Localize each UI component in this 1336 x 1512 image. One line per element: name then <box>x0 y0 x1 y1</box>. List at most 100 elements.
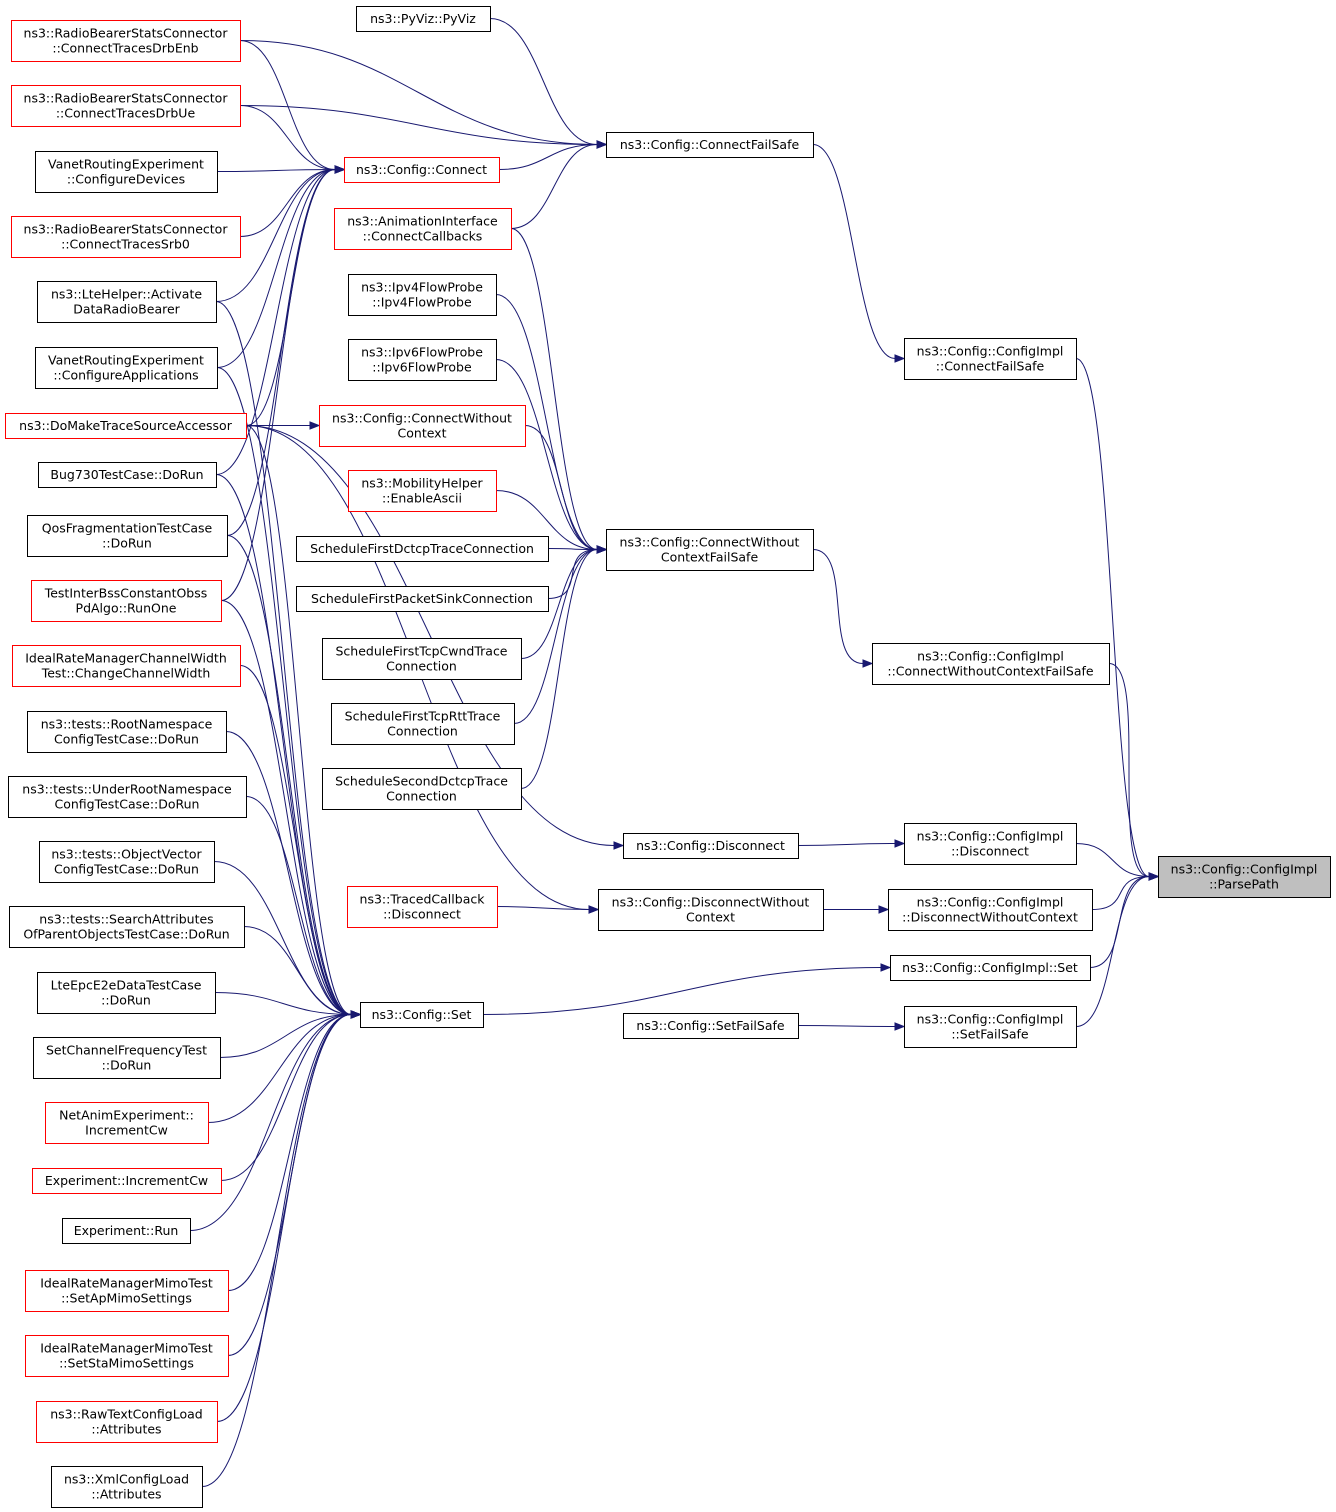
arrow-head <box>588 905 600 914</box>
edge-line <box>1075 843 1150 877</box>
node-box <box>45 1102 209 1144</box>
edge-impl-cwcfs-to-parse-path <box>1108 663 1160 881</box>
node-ipv6-fp[interactable]: ns3::Ipv6FlowProbe::Ipv6FlowProbe <box>348 339 497 381</box>
node-net-anim-inc[interactable]: NetAnimExperiment::IncrementCw <box>45 1102 209 1144</box>
node-bug730[interactable]: Bug730TestCase::DoRun <box>38 462 217 488</box>
node-box <box>904 823 1077 865</box>
node-box <box>334 208 512 250</box>
node-label: ns3::AnimationInterface <box>347 214 498 229</box>
edge-impl-cfs-to-parse-path <box>1075 358 1160 881</box>
node-box <box>890 955 1091 981</box>
node-lte-epc[interactable]: LteEpcE2eDataTestCase::DoRun <box>37 972 216 1014</box>
edge-sched-pkt-sink-to-cwcfail-safe <box>547 545 608 599</box>
node-ipv4-fp[interactable]: ns3::Ipv4FlowProbe::Ipv4FlowProbe <box>348 274 497 316</box>
node-label: ns3::Ipv6FlowProbe <box>361 345 483 360</box>
node-raw-text[interactable]: ns3::RawTextConfigLoad::Attributes <box>36 1401 218 1443</box>
node-qos-frag[interactable]: QosFragmentationTestCase::DoRun <box>27 515 228 557</box>
node-connect-fail-safe[interactable]: ns3::Config::ConnectFailSafe <box>606 132 814 158</box>
edge-do-make-tsa-to-disconnect <box>245 425 625 850</box>
node-sched-dctcp[interactable]: ScheduleFirstDctcpTraceConnection <box>296 536 549 562</box>
node-label: VanetRoutingExperiment <box>48 353 204 368</box>
node-label: ConfigTestCase::DoRun <box>54 732 199 747</box>
node-traced-cb[interactable]: ns3::TracedCallback::Disconnect <box>347 886 498 928</box>
edge-line <box>482 967 882 1015</box>
node-label: VanetRoutingExperiment <box>48 157 204 172</box>
edge-line <box>812 549 864 664</box>
node-do-make-tsa[interactable]: ns3::DoMakeTraceSourceAccessor <box>5 413 247 439</box>
edge-test-inter-bss-to-connect <box>220 165 346 601</box>
edge-line <box>510 228 598 550</box>
node-rbsc-drb-ue[interactable]: ns3::RadioBearerStatsConnector::ConnectT… <box>11 85 241 127</box>
node-impl-sfs[interactable]: ns3::Config::ConfigImpl::SetFailSafe <box>904 1006 1077 1048</box>
node-box <box>35 347 218 389</box>
node-mimo-sta[interactable]: IdealRateManagerMimoTest::SetStaMimoSett… <box>25 1335 229 1377</box>
arrow-head <box>878 905 890 914</box>
node-box <box>33 1037 221 1079</box>
node-label: ns3::RadioBearerStatsConnector <box>24 222 229 237</box>
node-set-fail-safe[interactable]: ns3::Config::SetFailSafe <box>623 1013 799 1039</box>
node-ideal-rate-cw[interactable]: IdealRateManagerChannelWidthTest::Change… <box>12 645 241 687</box>
edge-line <box>215 169 336 475</box>
node-under-root-ns[interactable]: ns3::tests::UnderRootNamespaceConfigTest… <box>8 776 247 818</box>
arrow-head <box>894 839 906 848</box>
node-label: ScheduleFirstTcpCwndTrace <box>335 644 507 659</box>
node-mob-helper[interactable]: ns3::MobilityHelper::EnableAscii <box>348 470 497 512</box>
node-box <box>888 889 1093 931</box>
node-py-viz[interactable]: ns3::PyViz::PyViz <box>356 6 491 32</box>
node-sched-pkt-sink[interactable]: ScheduleFirstPacketSinkConnection <box>296 586 549 612</box>
node-exp-inc-cw[interactable]: Experiment::IncrementCw <box>32 1168 222 1194</box>
node-parse-path[interactable]: ns3::Config::ConfigImpl::ParsePath <box>1158 856 1331 898</box>
node-label: ::SetStaMimoSettings <box>59 1356 194 1371</box>
edges-layer <box>189 18 1160 1487</box>
node-box <box>11 216 241 258</box>
edge-line <box>510 144 598 229</box>
node-box <box>344 157 500 183</box>
edge-line <box>513 549 598 724</box>
node-object-vector[interactable]: ns3::tests::ObjectVectorConfigTestCase::… <box>39 841 215 883</box>
node-xml-config[interactable]: ns3::XmlConfigLoad::Attributes <box>51 1466 203 1508</box>
node-vanet-apps[interactable]: VanetRoutingExperiment::ConfigureApplica… <box>35 347 218 389</box>
node-box <box>25 1335 229 1377</box>
node-rbsc-srb0[interactable]: ns3::RadioBearerStatsConnector::ConnectT… <box>11 216 241 258</box>
node-set-chan-freq[interactable]: SetChannelFrequencyTest::DoRun <box>33 1037 221 1079</box>
node-impl-cfs[interactable]: ns3::Config::ConfigImpl::ConnectFailSafe <box>904 338 1077 380</box>
node-search-attr[interactable]: ns3::tests::SearchAttributesOfParentObje… <box>9 906 245 948</box>
node-label: ConfigTestCase::DoRun <box>54 862 199 877</box>
node-disconnect[interactable]: ns3::Config::Disconnect <box>623 833 799 859</box>
node-connect[interactable]: ns3::Config::Connect <box>344 157 500 183</box>
edge-line <box>797 1025 896 1027</box>
node-impl-cwcfs[interactable]: ns3::Config::ConfigImpl::ConnectWithoutC… <box>872 643 1110 685</box>
edge-line <box>216 367 352 1015</box>
node-dwc[interactable]: ns3::Config::DisconnectWithoutContext <box>598 889 824 931</box>
node-mimo-ap[interactable]: IdealRateManagerMimoTest::SetApMimoSetti… <box>25 1270 229 1312</box>
node-exp-run[interactable]: Experiment::Run <box>62 1218 191 1244</box>
edge-sched-sec-dctcp-to-cwcfail-safe <box>520 545 608 789</box>
node-root-ns[interactable]: ns3::tests::RootNamespaceConfigTestCase:… <box>27 711 227 753</box>
edge-line <box>225 731 352 1015</box>
node-rbsc-drb-enb[interactable]: ns3::RadioBearerStatsConnector::ConnectT… <box>11 20 241 62</box>
node-label: ns3::DoMakeTraceSourceAccessor <box>19 418 233 433</box>
node-cwcfail-safe[interactable]: ns3::Config::ConnectWithoutContextFailSa… <box>606 529 814 571</box>
node-vanet-devices[interactable]: VanetRoutingExperiment::ConfigureDevices <box>35 151 218 193</box>
edge-config-set-to-impl-set <box>482 963 892 1015</box>
node-impl-disc[interactable]: ns3::Config::ConfigImpl::Disconnect <box>904 823 1077 865</box>
node-box <box>11 85 241 127</box>
node-label: ns3::Config::ConfigImpl <box>917 1012 1064 1027</box>
node-impl-dwc[interactable]: ns3::Config::ConfigImpl::DisconnectWitho… <box>888 889 1093 931</box>
node-impl-set[interactable]: ns3::Config::ConfigImpl::Set <box>890 955 1091 981</box>
edge-line <box>245 796 352 1015</box>
edge-line <box>216 1014 352 1422</box>
node-cwc[interactable]: ns3::Config::ConnectWithoutContext <box>319 405 526 447</box>
node-label: Experiment::Run <box>74 1223 179 1238</box>
node-anim-if[interactable]: ns3::AnimationInterface::ConnectCallback… <box>334 208 512 250</box>
edge-line <box>547 548 598 550</box>
node-config-set[interactable]: ns3::Config::Set <box>360 1002 484 1028</box>
node-label: ns3::Config::DisconnectWithout <box>612 895 810 910</box>
edge-connect-fail-safe-to-impl-cfs <box>812 144 906 363</box>
node-box <box>623 1013 799 1039</box>
